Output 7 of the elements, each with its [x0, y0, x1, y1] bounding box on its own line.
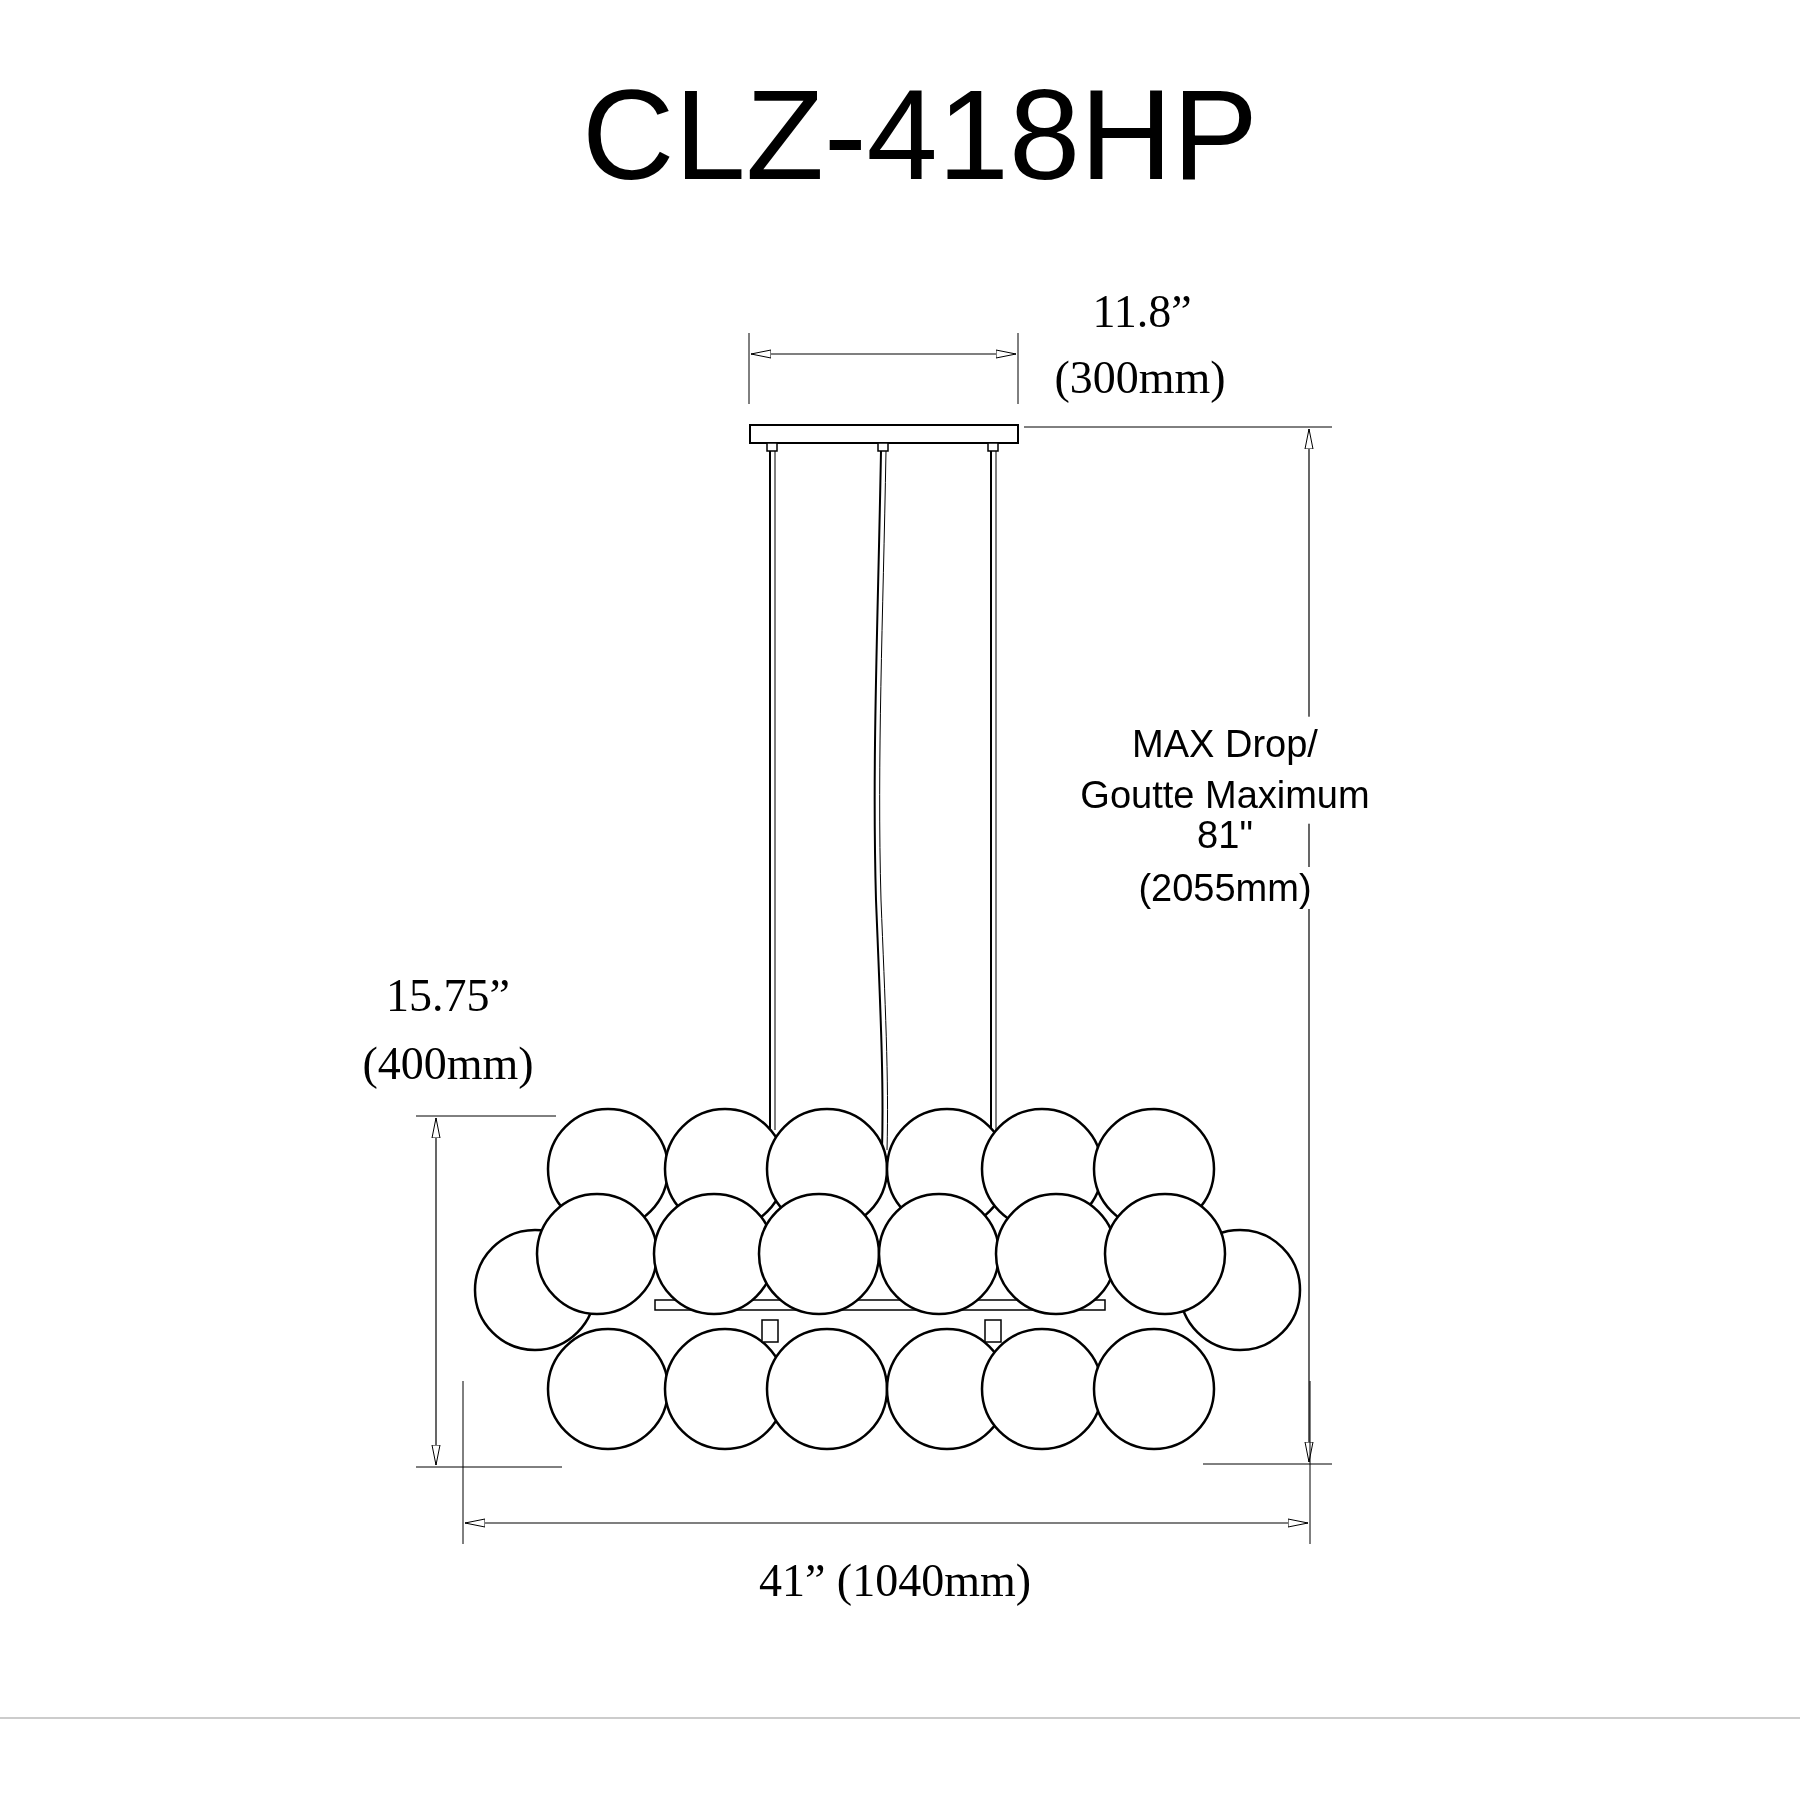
dimension-text: 15.75”	[386, 973, 510, 1019]
dimension-text: (400mm)	[362, 1041, 534, 1087]
dimension-text: (2055mm)	[1138, 867, 1312, 909]
dimension-text: 41” (1040mm)	[758, 1558, 1032, 1604]
dimension-text: (300mm)	[1054, 355, 1226, 401]
dimension-text: 11.8”	[1092, 289, 1192, 335]
model-title: CLZ-418HP	[582, 71, 1258, 199]
